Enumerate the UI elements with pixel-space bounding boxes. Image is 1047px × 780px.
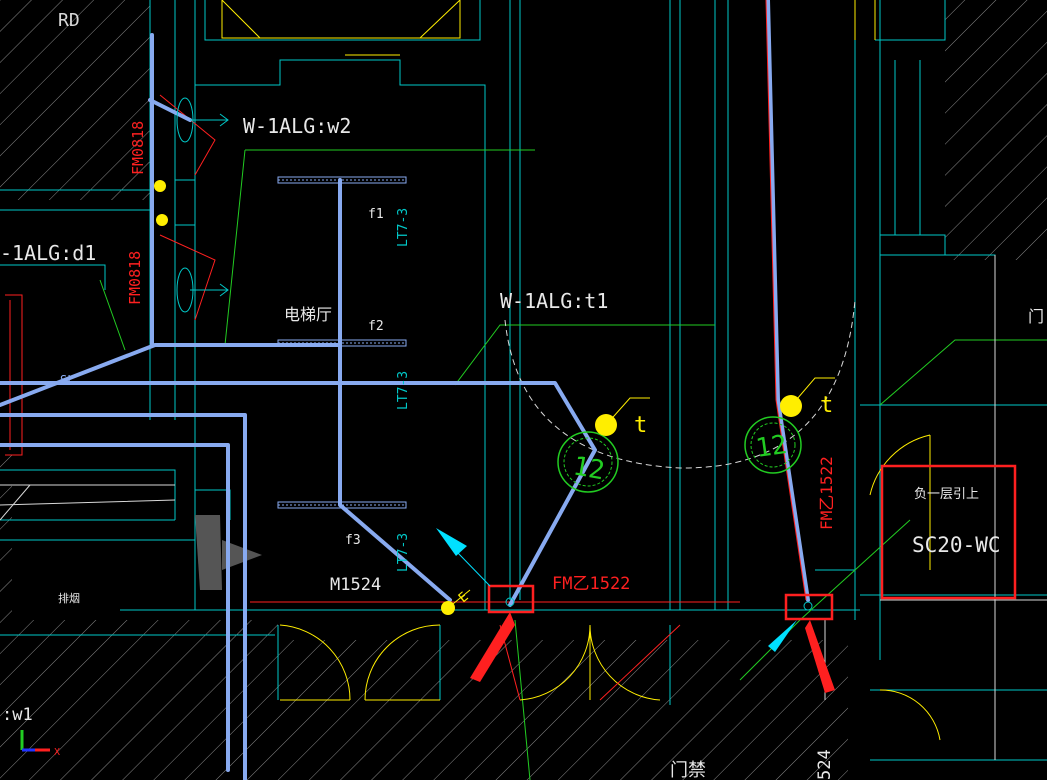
label-e-mark: E: [456, 590, 472, 607]
t-mark-ticks: [447, 377, 835, 609]
label-f2: f2: [368, 319, 384, 334]
yellow-dots[interactable]: [154, 180, 802, 615]
door-swings: [279, 434, 941, 741]
label-access-control: 门禁: [670, 760, 706, 780]
label-elevator-hall: 电梯厅: [284, 305, 332, 324]
label-lt7-3-lower: LT7-3: [396, 533, 411, 572]
elevator-shaft: [221, 0, 876, 56]
circle-lights[interactable]: [557, 416, 802, 493]
label-w1alg-t1: W-1ALG:t1: [500, 289, 608, 313]
label-f3: f3: [345, 533, 361, 548]
label-lt7-3-middle: LT7-3: [396, 371, 411, 410]
text-labels: RD W-1ALG:w2 -1ALG:d1 W-1ALG:t1 FM0818 F…: [0, 10, 1044, 780]
label-fm0818-top: FM0818: [129, 121, 147, 175]
exhaust-fans[interactable]: [174, 97, 229, 313]
label-f1: f1: [368, 207, 384, 222]
red-arrows[interactable]: [470, 612, 835, 693]
ucs-axis-indicator: [20, 730, 50, 752]
label-sc20-wc: SC20-WC: [912, 533, 1001, 557]
label-alg-d1: -1ALG:d1: [0, 241, 96, 265]
junction-small-circles: [505, 597, 813, 611]
dashed-arc: [504, 299, 856, 469]
label-neg1-floor-up: 负一层引上: [914, 487, 979, 502]
label-fm-yi1522-vertical: FM乙1522: [817, 456, 836, 530]
label-axis-x: X: [54, 747, 60, 758]
label-524: 524: [815, 749, 835, 780]
cable-trays: [277, 176, 407, 509]
white-lines: [0, 255, 1047, 760]
label-w1alg-w2: W-1ALG:w2: [243, 114, 351, 138]
label-fm-yi1522-horizontal: FM乙1522: [552, 574, 630, 594]
label-t-mark-b: t: [820, 393, 833, 418]
fire-door-lines: [5, 94, 740, 701]
red-highlight-boxes[interactable]: [487, 464, 1017, 621]
label-m1524: M1524: [330, 575, 381, 595]
label-fm0818-bottom: FM0818: [126, 251, 144, 305]
label-t-mark-a: t: [634, 413, 647, 438]
cyan-arrows[interactable]: [436, 528, 797, 652]
label-w1-bottom: :w1: [2, 705, 33, 725]
label-sl: SL: [60, 373, 74, 387]
label-rd: RD: [58, 10, 80, 31]
label-circle-12-b: 12: [754, 430, 789, 464]
label-circle-12-a: 12: [571, 451, 607, 486]
label-smoke-exhaust: 排烟: [58, 591, 80, 605]
red-conduit-overlay: [765, 0, 807, 601]
label-lt7-3-upper: LT7-3: [396, 208, 411, 247]
label-door: 门: [1028, 307, 1044, 326]
door-wedges: [195, 515, 262, 590]
